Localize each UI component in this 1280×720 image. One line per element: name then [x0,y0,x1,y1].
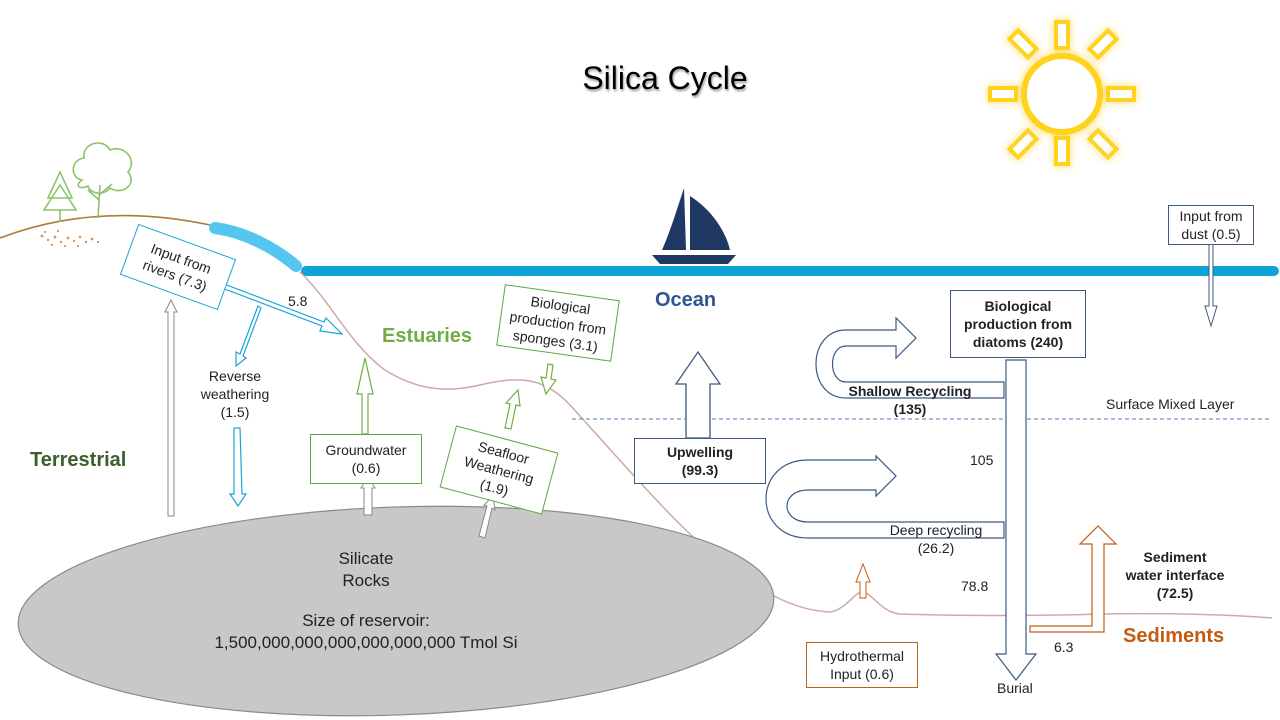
hydrothermal-line2: Input (0.6) [830,666,894,682]
rivers-to-estuary-value: 5.8 [288,293,308,309]
diatom-export-arrow [994,359,1038,681]
reservoir-name-line1: Silicate [338,549,394,568]
region-estuaries: Estuaries [382,325,473,347]
upwelling-line2: (99.3) [681,462,719,478]
diagram-title: Silica Cycle [582,60,748,96]
sponges-arrow [540,363,558,396]
burial-label: Burial [997,680,1033,696]
diatoms-line1: Biological [984,298,1052,314]
shallow-recycling-label: Shallow Recycling (135) [830,382,990,418]
sediment-interface-arrow [1029,525,1118,633]
tree-icon [42,142,133,222]
reverse-weathering-label: Reverse weathering (1.5) [190,367,280,421]
seafloor-to-estuary-arrow [504,388,521,430]
upwelling-box: Upwelling (99.3) [634,438,766,484]
sun-icon [988,20,1136,166]
groundwater-box: Groundwater (0.6) [310,434,422,484]
reverse-weathering-line1: Reverse [208,368,262,384]
hydrothermal-box: Hydrothermal Input (0.6) [806,642,918,688]
deep-recycling-line1: Deep recycling [889,522,983,538]
reservoir-size-label: Size of reservoir: [302,611,430,630]
terrestrial-hill [0,214,211,239]
deep-recycling-arrow [765,454,1005,539]
deep-recycling-line2: (26.2) [917,540,955,556]
reservoir-size-value: 1,500,000,000,000,000,000,000 Tmol Si [214,633,518,652]
sediment-interface-line1: Sediment [1143,549,1207,565]
reverse-weathering-arrow-down [228,427,248,508]
hydrothermal-arrow [855,562,871,599]
rivers-to-estuary-arrow [221,283,344,335]
hydrothermal-line1: Hydrothermal [819,648,905,664]
seafloor-up-arrow [478,494,496,539]
region-ocean: Ocean [655,289,717,311]
reservoir-name-line2: Rocks [342,571,390,590]
shallow-recycling-line2: (135) [893,401,927,417]
groundwater-line1: Groundwater [325,442,407,458]
river [209,222,302,272]
deep-recycling-label: Deep recycling (26.2) [874,521,998,557]
groundwater-to-estuary-arrow [356,357,374,435]
export-78-8-value: 78.8 [961,578,989,594]
sediment-interface-label: Sediment water interface (72.5) [1110,548,1240,602]
rivers-up-arrow [164,298,178,517]
shallow-recycling-arrow [815,316,1005,399]
silicate-rocks-reservoir [17,505,775,717]
dust-line2: dust (0.5) [1181,226,1241,242]
reservoir-name: Silicate Rocks [316,548,416,592]
reverse-weathering-arrow-top [235,305,262,368]
reverse-weathering-line3: (1.5) [220,404,250,420]
diatoms-line3: diatoms (240) [972,334,1064,350]
reservoir-size: Size of reservoir: 1,500,000,000,000,000… [196,610,536,654]
region-sediments: Sediments [1123,625,1225,647]
surface-mixed-layer-label: Surface Mixed Layer [1106,396,1235,412]
upwelling-arrow [674,350,722,439]
upwelling-line1: Upwelling [666,444,734,460]
reverse-weathering-line2: weathering [200,386,270,402]
diatoms-line2: production from [963,316,1073,332]
shallow-recycling-line1: Shallow Recycling [848,383,972,399]
sediment-interface-line3: (72.5) [1156,585,1194,601]
export-105-value: 105 [970,452,994,468]
diatoms-production-box: Biological production from diatoms (240) [950,290,1086,358]
groundwater-line2: (0.6) [351,460,381,476]
dust-input-box: Input from dust (0.5) [1168,205,1254,245]
dust-arrow [1204,243,1218,328]
soil-dots [40,229,100,248]
region-terrestrial: Terrestrial [30,449,127,471]
dust-line1: Input from [1179,208,1243,224]
sediment-interface-line2: water interface [1125,567,1225,583]
sailboat-icon [652,188,736,264]
burial-6-3-value: 6.3 [1054,639,1074,655]
